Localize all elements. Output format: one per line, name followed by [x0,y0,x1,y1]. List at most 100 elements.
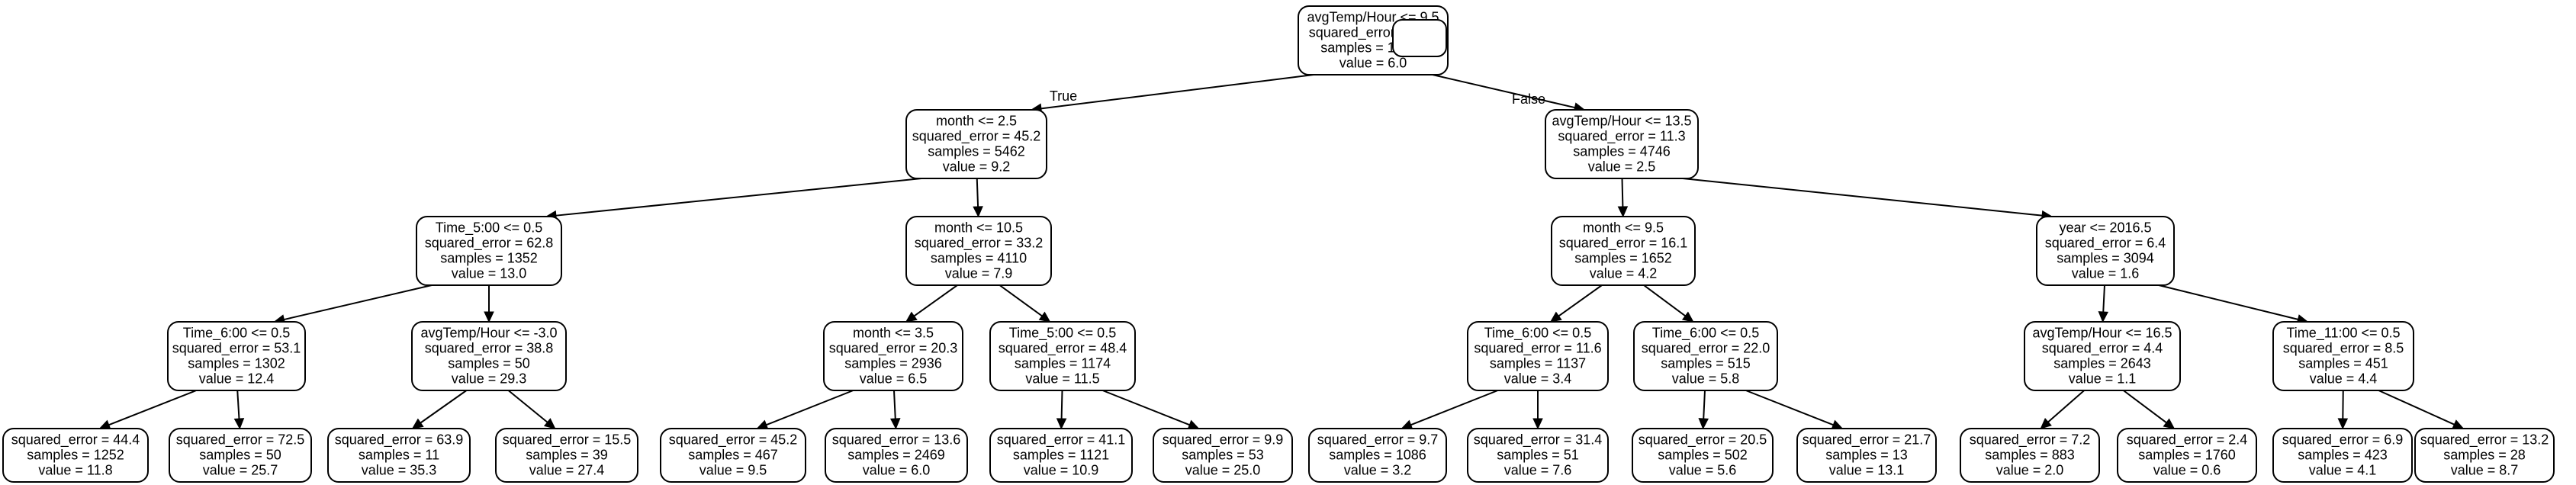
node-line: value = 25.0 [1185,463,1261,478]
edge-line [766,390,854,426]
node-line: samples = 4110 [931,251,1027,266]
node-line: squared_error = 9.7 [1317,432,1439,448]
node-line: samples = 1652 [1574,251,1672,266]
node-line: samples = 467 [688,448,778,463]
node-box [1960,428,2100,483]
node-box [989,321,1136,391]
node-line: samples = 3094 [2057,251,2154,266]
node-line: samples = 1086 [1329,448,1426,463]
tree-edge-n12-n26 [1745,390,1844,430]
tree-edge-n10-n21 [1056,390,1067,430]
node-box [1467,428,1609,483]
node-line: squared_error = 13.6 [832,432,961,448]
edge-line [1621,178,1624,207]
tree-edge-n3-n7 [273,284,433,325]
node-line: value = 9.5 [699,463,767,478]
node-line: samples = 515 [1661,356,1751,371]
node-line: samples = 502 [1658,448,1748,463]
node-line: samples = 1760 [2138,448,2236,463]
edge-arrowhead [543,418,556,429]
tree-edge-n1-n4 [973,178,983,218]
edge-line [2123,390,2167,423]
tree-edge-n13-n27 [2040,390,2085,429]
node-line: samples = 50 [448,356,530,371]
node-line: Time_5:00 <= 0.5 [1009,326,1116,342]
tree-edge-n11-n24 [1532,390,1543,430]
node-line: squared_error = 2.4 [2127,432,2248,448]
node-box [495,428,638,483]
edge-line [1558,284,1603,317]
node-line: squared_error = 6.9 [2282,432,2404,448]
node-box [169,428,312,483]
node-line: squared_error = 6.4 [2045,236,2166,252]
node-box [2,428,149,483]
node-line: squared_error = 45.2 [669,432,798,448]
tree-edge-n7-n16 [233,390,245,430]
node-line: value = 3.4 [1504,371,1572,387]
node-box [1467,321,1609,391]
node-line: samples = 4746 [1573,144,1671,159]
tree-edge-n8-n18 [507,390,556,429]
node-line: squared_error = 72.5 [176,432,305,448]
node-line: value = 35.3 [362,463,437,478]
node-line: squared_error = 45.2 [912,129,1041,145]
node-line: samples = 1174 [1015,356,1111,371]
tree-edge-n4-n10 [999,284,1051,323]
edge-line [1682,178,2043,217]
node-line: samples = 51 [1497,448,1579,463]
tree-edge-n4-n9 [905,284,958,323]
tree-edge-n9-n20 [889,390,901,430]
node-line: samples = 2643 [2053,356,2151,371]
node-box [2414,428,2555,483]
node-line: year <= 2016.5 [2059,220,2151,236]
node-box [1308,428,1447,483]
edge-arrowhead [2452,419,2465,429]
node-line: squared_error = 20.5 [1639,432,1767,448]
edge-line [555,178,922,217]
node-line: squared_error = 7.2 [1970,432,2091,448]
edge-arrowhead [889,418,901,430]
tree-edge-n5-n11 [1549,284,1603,323]
tree-edge-n6-n14 [2158,284,2309,325]
edge-arrowhead [411,418,424,429]
node-box [905,109,1047,179]
node-line: value = 1.6 [2072,266,2140,281]
tree-edge-n2-n6 [1682,178,2053,221]
node-line: squared_error = 16.1 [1559,236,1688,252]
node-line: value = 10.9 [1024,463,1099,478]
node-line: value = 11.5 [1025,371,1099,387]
node-line: month <= 2.5 [936,114,1017,129]
node-line: samples = 50 [199,448,281,463]
edge-line [108,390,197,426]
edge-arrowhead [1617,206,1629,218]
node-box [327,428,471,483]
node-line: value = 2.5 [1588,159,1656,175]
node-line: value = 3.2 [1344,463,1412,478]
edge-arrowhead [1549,311,1562,323]
node-box [1153,428,1293,483]
node-box [905,216,1052,286]
node-line: value = 4.1 [2309,463,2377,478]
node-line: squared_error = 22.0 [1642,341,1770,357]
node-line: squared_error = 33.2 [915,236,1044,252]
node-line: month <= 3.5 [853,326,934,341]
node-line: avgTemp/Hour <= -3.0 [420,326,557,341]
node-line: squared_error = 31.4 [1474,432,1603,448]
node-line: Time_6:00 <= 0.5 [1652,326,1759,342]
node-line: samples = 883 [1985,448,2075,463]
node-line: squared_error = 11.3 [1558,129,1685,145]
